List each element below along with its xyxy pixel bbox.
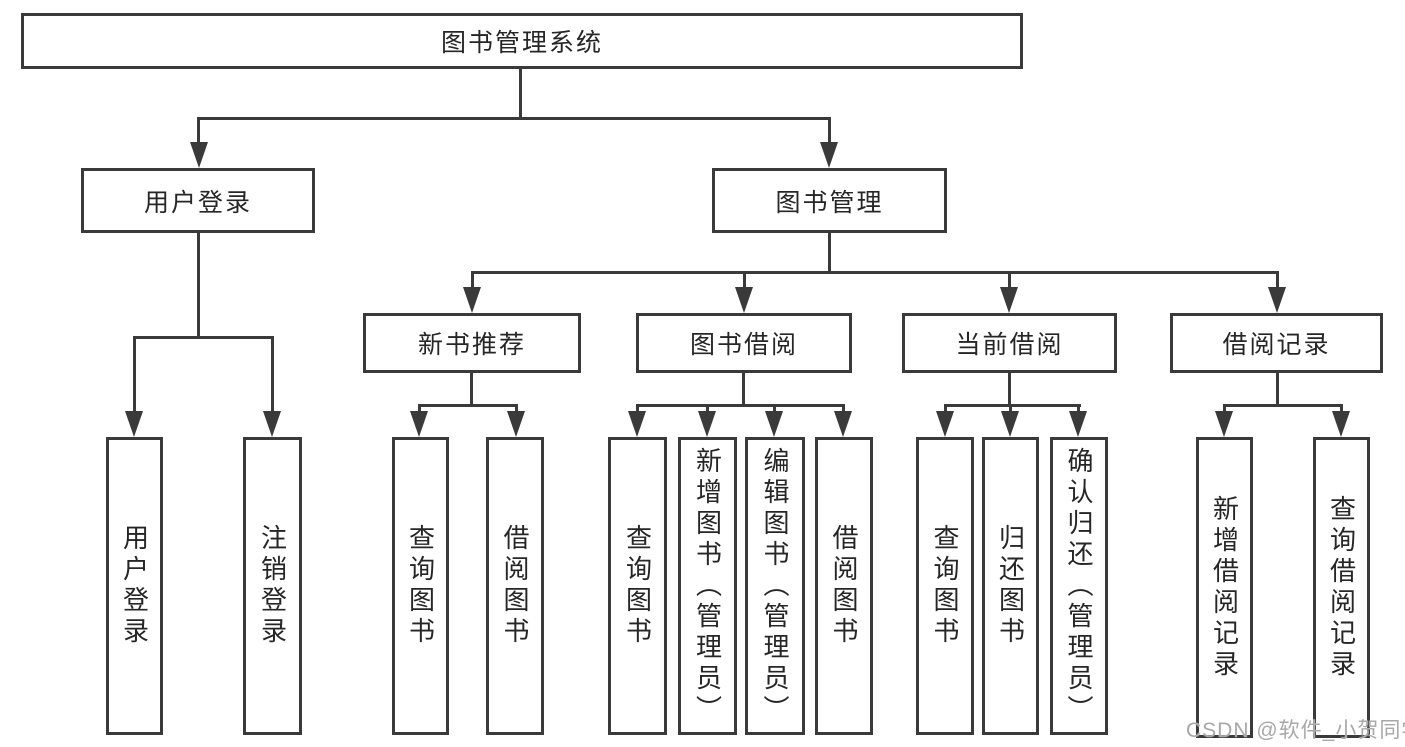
arrow-down-icon (834, 411, 852, 437)
connector-line (197, 117, 831, 120)
leaf-cb-confirm-return-admin-label: 确认归还（管理员） (1064, 446, 1094, 726)
node-user-login: 用户登录 (81, 168, 315, 233)
arrow-down-icon (1001, 411, 1019, 437)
leaf-bb-add-books-admin-label: 新增图书（管理员） (692, 446, 723, 726)
arrow-down-icon (1215, 411, 1233, 437)
arrow-down-icon (507, 411, 525, 437)
connector-line (418, 404, 421, 414)
arrow-down-icon (190, 142, 208, 168)
leaf-br-add-record-label: 新增借阅记录 (1209, 494, 1240, 681)
connector-line (1077, 404, 1080, 414)
connector-line (1008, 373, 1011, 406)
csdn-watermark: CSDN @软件_小贺同学 (1186, 719, 1405, 742)
arrow-down-icon (820, 142, 838, 168)
arrow-down-icon (1268, 287, 1286, 313)
connector-line (1276, 271, 1279, 291)
leaf-br-query-record-label: 查询借阅记录 (1326, 494, 1357, 681)
leaf-br-query-record: 查询借阅记录 (1313, 437, 1370, 738)
connector-line (133, 336, 274, 339)
arrow-down-icon (735, 287, 753, 313)
node-new-book-recommend-label: 新书推荐 (417, 331, 526, 359)
connector-line (773, 404, 776, 414)
connector-line (706, 404, 709, 414)
arrow-down-icon (125, 411, 143, 437)
arrow-down-icon (410, 411, 428, 437)
connector-line (1223, 404, 1343, 407)
arrow-down-icon (1069, 411, 1087, 437)
arrow-down-icon (1332, 411, 1350, 437)
connector-line (742, 373, 745, 406)
connector-line (271, 336, 274, 414)
arrow-down-icon (936, 411, 954, 437)
connector-line (636, 404, 845, 407)
connector-line (133, 336, 136, 414)
connector-line (944, 404, 1081, 407)
connector-line (1009, 404, 1012, 414)
arrow-down-icon (263, 411, 281, 437)
leaf-nb-query-books: 查询图书 (392, 437, 449, 735)
leaf-cb-return-books-label: 归还图书 (995, 524, 1026, 648)
node-book-borrow-label: 图书借阅 (689, 331, 798, 359)
connector-line (197, 233, 200, 338)
node-new-book-recommend: 新书推荐 (363, 313, 581, 373)
connector-line (944, 404, 947, 414)
node-library-system-label: 图书管理系统 (440, 29, 603, 57)
connector-line (197, 117, 200, 145)
connector-line (1276, 373, 1279, 406)
leaf-logout-login-label: 注销登录 (257, 524, 288, 648)
node-library-system: 图书管理系统 (21, 13, 1023, 69)
connector-line (470, 373, 473, 406)
node-current-borrow-label: 当前借阅 (955, 331, 1064, 359)
leaf-bb-borrow-books-label: 借阅图书 (829, 524, 859, 648)
connector-line (515, 404, 518, 414)
leaf-cb-query-books: 查询图书 (916, 437, 974, 735)
connector-line (842, 404, 845, 414)
node-borrow-records: 借阅记录 (1170, 313, 1383, 373)
connector-line (1340, 404, 1343, 414)
connector-line (471, 271, 474, 291)
leaf-bb-edit-books-admin: 编辑图书（管理员） (745, 437, 805, 735)
leaf-bb-borrow-books: 借阅图书 (815, 437, 873, 735)
leaf-cb-confirm-return-admin: 确认归还（管理员） (1050, 437, 1108, 735)
leaf-logout-login: 注销登录 (243, 437, 302, 735)
arrow-down-icon (765, 411, 783, 437)
connector-line (636, 404, 639, 414)
node-current-borrow: 当前借阅 (902, 313, 1117, 373)
node-book-management: 图书管理 (712, 168, 947, 233)
leaf-bb-add-books-admin: 新增图书（管理员） (678, 437, 737, 735)
connector-line (828, 233, 831, 273)
arrow-down-icon (698, 411, 716, 437)
connector-line (1008, 271, 1011, 291)
connector-line (471, 271, 1279, 274)
leaf-bb-query-books: 查询图书 (608, 437, 667, 735)
leaf-cb-return-books: 归还图书 (982, 437, 1039, 735)
leaf-bb-edit-books-admin-label: 编辑图书（管理员） (760, 446, 790, 726)
leaf-cb-query-books-label: 查询图书 (930, 524, 960, 648)
leaf-br-add-record: 新增借阅记录 (1196, 437, 1253, 738)
arrow-down-icon (463, 287, 481, 313)
connector-line (743, 271, 746, 291)
node-book-borrow: 图书借阅 (636, 313, 852, 373)
leaf-nb-borrow-books: 借阅图书 (486, 437, 544, 735)
node-user-login-label: 用户登录 (143, 188, 252, 217)
leaf-bb-query-books-label: 查询图书 (622, 524, 653, 648)
leaf-nb-borrow-books-label: 借阅图书 (500, 524, 530, 648)
arrow-down-icon (1000, 287, 1018, 313)
leaf-user-login: 用户登录 (106, 437, 163, 735)
node-borrow-records-label: 借阅记录 (1222, 331, 1331, 359)
connector-line (418, 404, 518, 407)
leaf-nb-query-books-label: 查询图书 (405, 524, 436, 648)
connector-line (1223, 404, 1226, 414)
arrow-down-icon (628, 411, 646, 437)
connector-line (519, 69, 522, 119)
connector-line (828, 117, 831, 145)
node-book-management-label: 图书管理 (775, 188, 884, 217)
leaf-user-login-label: 用户登录 (119, 524, 150, 648)
